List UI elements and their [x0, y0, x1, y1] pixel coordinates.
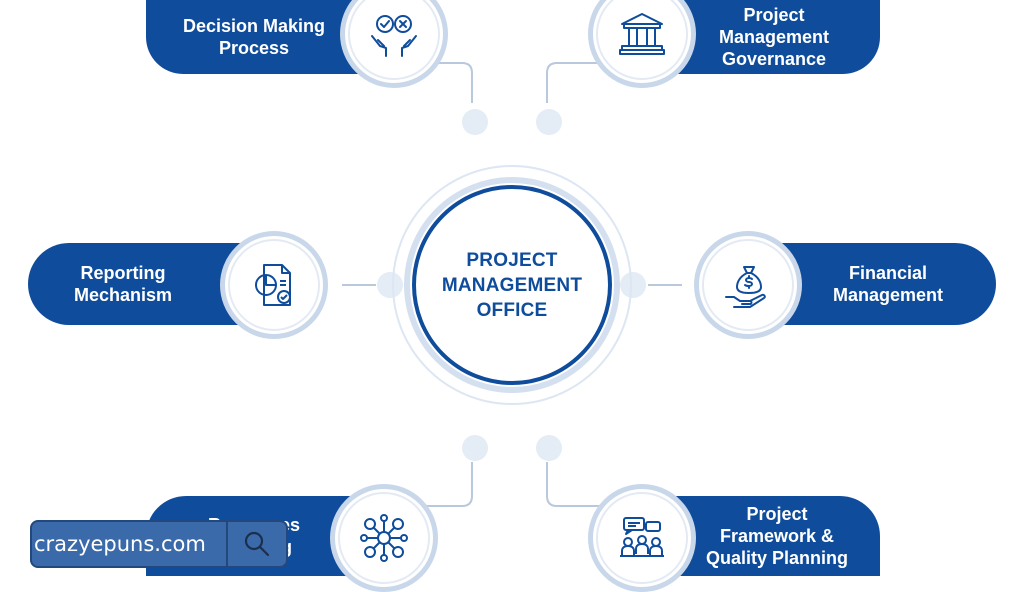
watermark-search-button: [226, 522, 286, 566]
connector-dot: [462, 109, 488, 135]
icon-circle: [338, 492, 430, 584]
connector-lines: [342, 62, 682, 507]
report-document-icon: [255, 264, 291, 306]
money-bag-hand-icon: [725, 266, 766, 308]
connector-dot: [536, 109, 562, 135]
search-icon: [244, 531, 270, 557]
node-label: Reporting Mechanism: [73, 263, 173, 305]
icon-circle: [228, 239, 320, 331]
hands-check-cross-icon: [371, 15, 417, 57]
network-people-icon: [360, 514, 408, 562]
icon-circle: [348, 0, 440, 80]
connector-dot: [462, 435, 488, 461]
hub-outer-ring: [392, 165, 632, 405]
node-label: Financial Management: [832, 263, 944, 305]
icon-circle: [596, 492, 688, 584]
icon-circle: [702, 239, 794, 331]
watermark-text: crazyepuns.com: [34, 532, 206, 556]
team-meeting-icon: [620, 517, 664, 557]
node-label: Project Framework & Quality Planning: [705, 504, 848, 568]
icon-circle: [596, 0, 688, 80]
connector-dot: [536, 435, 562, 461]
hub-middle-ring: [404, 177, 620, 393]
node-label: Decision Making Process: [182, 16, 326, 58]
pmo-diagram: PROJECT MANAGEMENT OFFICE Decision Makin…: [28, 0, 996, 592]
node-label: Project Management Governance: [718, 5, 830, 69]
courthouse-icon: [619, 13, 665, 55]
watermark-search-bar: crazyepuns.com: [30, 520, 288, 568]
hub-title: PROJECT MANAGEMENT OFFICE: [441, 249, 583, 321]
hub-circle: PROJECT MANAGEMENT OFFICE: [412, 185, 612, 385]
